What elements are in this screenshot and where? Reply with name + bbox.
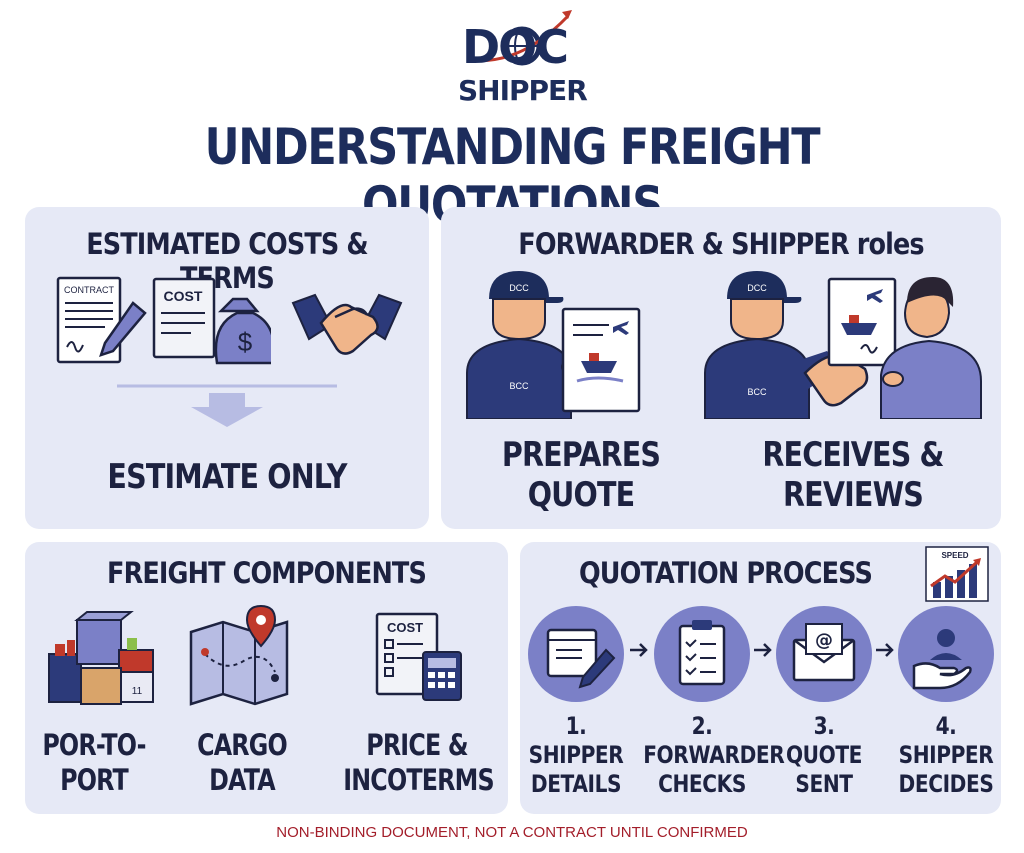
step3-line1: QUOTE [785,741,863,769]
logo-shipper-text: SHIPPER [458,74,588,107]
footer-disclaimer: NON-BINDING DOCUMENT, NOT A CONTRACT UNT… [276,824,748,841]
cargo-boxes-icon: 11 [48,611,154,705]
step4-line2: DECIDES [898,770,994,798]
step2-number: 2. [691,712,713,740]
arrow-down-icon [117,384,337,427]
svg-text:$: $ [238,327,253,357]
step2-line2: CHECKS [658,770,746,798]
component-price-line1: PRICE & [366,728,468,762]
brand-logo: DOC SHIPPER [440,8,590,108]
role-prepares-line1: PREPARES [501,435,661,475]
component-cargo-line1: CARGO [197,728,288,762]
step1-line1: SHIPPER [528,741,624,769]
arrow-right-icon [630,643,648,657]
badge-text: BCC [747,387,767,397]
role-receives-line1: RECEIVES & [762,435,944,475]
panel-roles: FORWARDER & SHIPPER roles DCC BCC DCC BC… [441,207,1001,529]
component-port-line1: POR-TO- [42,728,146,762]
step3-number: 3. [813,712,835,740]
forwarder-shipper-handshake-icon: DCC BCC [704,271,982,419]
panel-title: QUOTATION PROCESS [578,556,873,590]
email-envelope-icon: @ [776,606,872,702]
step1-number: 1. [565,712,587,740]
step4-line1: SHIPPER [898,741,994,769]
contract-pen-icon: CONTRACT [56,276,147,364]
globe-plane-icon [469,10,572,66]
panel-freight-components: FREIGHT COMPONENTS 11 COST POR-TO [25,542,508,814]
panel-title: ESTIMATED COSTS & TERMS [86,227,368,295]
handshake-icon [291,293,403,355]
checklist-icon [654,606,750,702]
panel-estimated-costs: ESTIMATED COSTS & TERMS CONTRACT COST $ … [25,207,429,529]
speed-label: SPEED [941,551,968,560]
estimate-only-label: ESTIMATE ONLY [107,457,347,497]
forwarder-person-icon: DCC BCC [466,271,641,419]
decision-hand-icon [898,606,994,702]
step2-line1: FORWARDER [643,741,785,769]
map-pin-icon [189,604,289,706]
component-port-line2: PORT [60,763,129,797]
cost-label: COST [387,620,423,635]
panel-title: FREIGHT COMPONENTS [107,556,427,590]
arrow-right-icon [876,643,894,657]
cap-logo-text: DCC [747,283,767,293]
arrow-right-icon [754,643,772,657]
component-cargo-line2: DATA [209,763,276,797]
speed-chart-icon: SPEED [925,546,989,602]
cap-logo-text: DCC [509,283,529,293]
step3-line2: SENT [795,770,853,798]
cost-calculator-icon: COST [375,612,462,701]
panel-title: FORWARDER & SHIPPER roles [518,227,924,261]
page-title: UNDERSTANDING FREIGHT QUOTATIONS [204,118,821,234]
step4-number: 4. [935,712,957,740]
role-receives-line2: REVIEWS [783,475,924,515]
shipper-details-icon [528,606,624,702]
role-prepares-line2: QUOTE [527,475,635,515]
cost-label: COST [164,288,203,304]
step1-line2: DETAILS [530,770,622,798]
logo-doc-text: DOC [462,20,569,74]
cost-moneybag-icon: COST $ [152,277,271,365]
svg-text:11: 11 [132,686,143,697]
svg-text:@: @ [815,630,833,651]
component-price-line2: INCOTERMS [343,763,494,797]
badge-text: BCC [509,381,529,391]
panel-quotation-process: QUOTATION PROCESS SPEED [520,542,1001,814]
contract-label: CONTRACT [64,285,114,295]
